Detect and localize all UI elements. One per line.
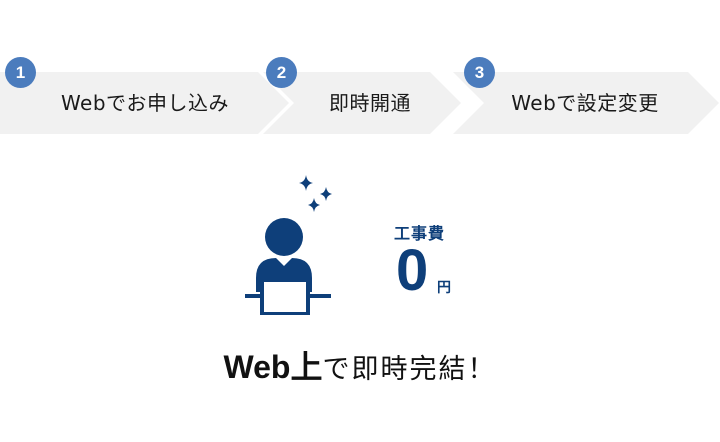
process-flow: 1 2 3 Webでお申し込み 即時開通 Webで設定変更	[0, 0, 720, 150]
step-2-badge: 2	[266, 57, 297, 88]
construction-fee-value: 0	[396, 238, 429, 303]
chevron-step-1	[0, 72, 289, 134]
chevron-shapes	[0, 72, 719, 134]
step-1-badge: 1	[5, 57, 36, 88]
sparkle-icon	[299, 175, 313, 191]
sparkle-icon	[320, 187, 332, 201]
chevron-step-3	[453, 72, 719, 134]
headline-rest: で即時完結！	[322, 354, 497, 385]
construction-fee-unit: 円	[437, 280, 451, 296]
chevron-step-2	[263, 72, 461, 134]
step-1-label: Webでお申し込み	[60, 91, 230, 115]
headline: Web上で即時完結！	[0, 342, 720, 388]
step-2-label: 即時開通	[329, 91, 411, 115]
sparkle-icon	[308, 198, 320, 212]
person-head-icon	[265, 218, 303, 256]
person-with-laptop-illustration	[245, 175, 332, 315]
step-3-label: Webで設定変更	[511, 91, 659, 115]
step-3-badge: 3	[464, 57, 495, 88]
headline-bold: Web上	[223, 349, 323, 385]
construction-fee-label: 工事費	[394, 224, 446, 243]
